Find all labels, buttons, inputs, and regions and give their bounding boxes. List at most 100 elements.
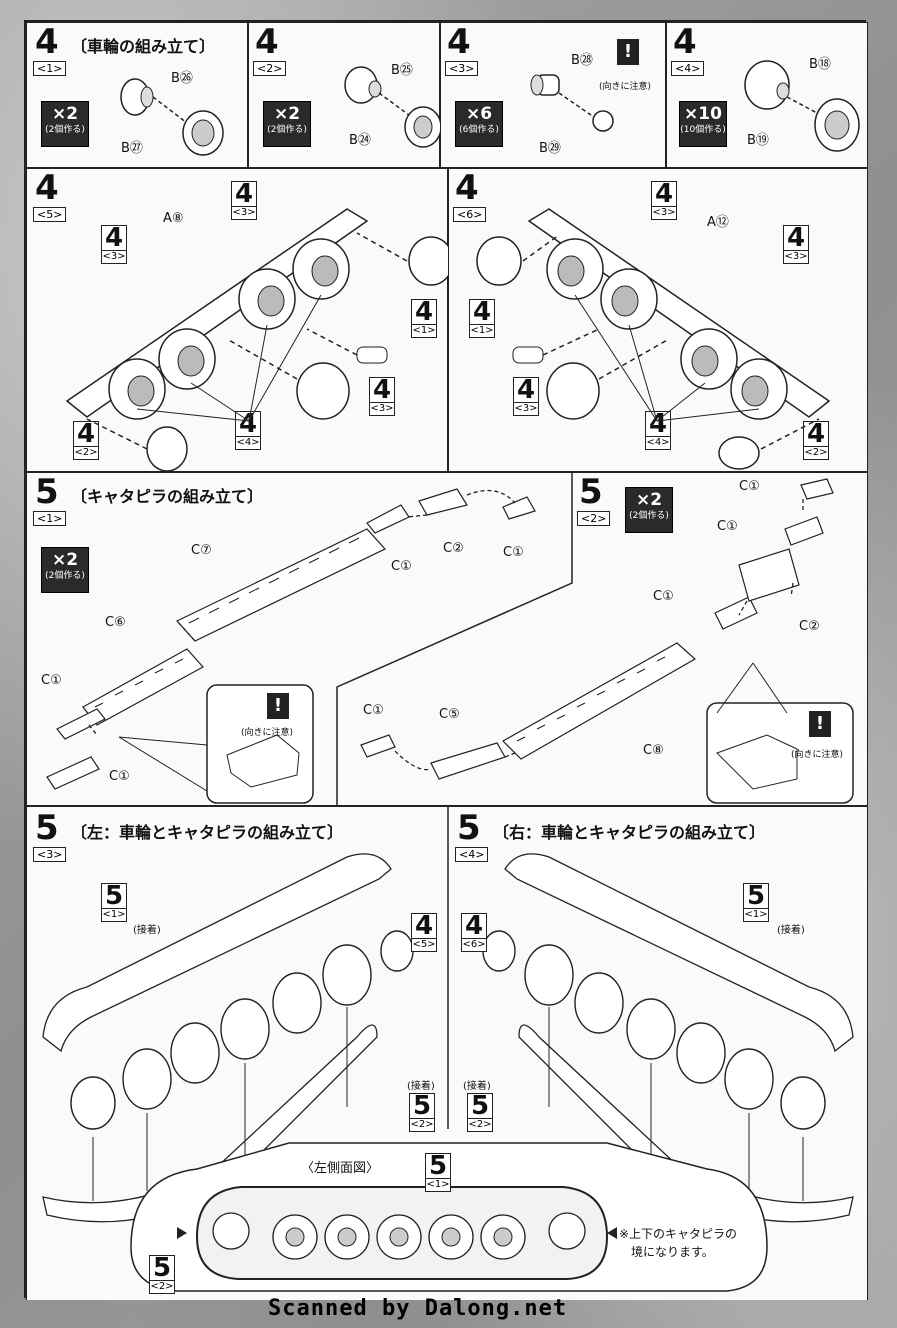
ref-tag: 4<2>: [73, 421, 99, 460]
step-number: 5: [35, 472, 59, 512]
wheel-assembly-diagram: [344, 66, 441, 148]
part-label: C⑥: [105, 615, 126, 630]
step-sub: <2>: [577, 511, 611, 526]
quantity-badge: ×2 (2個作る): [41, 101, 89, 147]
step-number: 4: [673, 22, 697, 62]
ref-num: 4: [73, 421, 99, 447]
part-label: C①: [739, 479, 760, 494]
part-label: C①: [653, 589, 674, 604]
part-label: C①: [391, 559, 412, 574]
ref-tag: 4<1>: [469, 299, 495, 338]
ref-tag: 5<2>: [409, 1093, 435, 1132]
ref-tag: 4<4>: [645, 411, 671, 450]
ref-sub: <1>: [101, 909, 127, 922]
ref-sub: <2>: [467, 1119, 493, 1132]
panel-step-4-1: 4 <1> 〔車輪の組み立て〕 ×2 (2個作る) B㉖ B㉗: [26, 22, 248, 168]
part-label: C⑦: [191, 543, 212, 558]
step-sub: <3>: [445, 61, 479, 76]
step-number: 5: [579, 472, 603, 512]
ref-sub: <1>: [743, 909, 769, 922]
step-title: 〔右：車輪とキャタピラの組み立て〕: [493, 823, 766, 842]
quantity-note: (2個作る): [629, 511, 669, 521]
ref-tag: 4<5>: [411, 913, 437, 952]
panel-step-4-5: 4 <5> A⑧ 4<3> 4<3> 4<1> 4<3> 4<4> 4<2>: [26, 168, 449, 472]
ref-tag: 5<2>: [149, 1255, 175, 1294]
quantity-note: (6個作る): [459, 125, 499, 135]
step-number: 4: [455, 168, 479, 208]
step-number: 4: [35, 22, 59, 62]
side-view-note: 境になります。: [631, 1245, 714, 1259]
part-label: B⑲: [747, 133, 769, 148]
quantity-badge: ×6 (6個作る): [455, 101, 503, 147]
ref-sub: <3>: [513, 403, 539, 416]
panel-step-5: 5 <1> 〔キャタピラの組み立て〕 ×2 (2個作る) C⑦ C⑥ C① C①…: [26, 472, 868, 807]
step-sub: <1>: [33, 511, 67, 526]
part-label: C①: [503, 545, 524, 560]
ref-sub: <3>: [651, 207, 677, 220]
step-sub: <5>: [33, 207, 67, 222]
glue-note: (接着): [133, 925, 161, 936]
ref-tag: 4<3>: [513, 377, 539, 416]
part-label: C①: [109, 769, 130, 784]
ref-tag: 4<2>: [803, 421, 829, 460]
ref-sub: <1>: [411, 325, 437, 338]
panel-step-4-3: 4 <3> ×6 (6個作る) B㉘ B㉙ ! (向きに注意): [440, 22, 666, 168]
ref-sub: <2>: [149, 1281, 175, 1294]
step-sub: <2>: [253, 61, 287, 76]
step-title: 〔キャタピラの組み立て〕: [71, 487, 264, 506]
warning-note: (向きに注意): [599, 82, 652, 92]
ref-sub: <3>: [231, 207, 257, 220]
ref-sub: <6>: [461, 939, 487, 952]
step-sub: <4>: [455, 847, 489, 862]
step-sub: <6>: [453, 207, 487, 222]
ref-sub: <3>: [369, 403, 395, 416]
quantity-note: (10個作る): [680, 125, 726, 135]
ref-tag: 5<2>: [467, 1093, 493, 1132]
quantity-badge: ×2 (2個作る): [625, 487, 673, 533]
part-label: C①: [363, 703, 384, 718]
warning-icon: !: [809, 711, 831, 737]
panel-step-4-2: 4 <2> ×2 (2個作る) B㉕ B㉔: [248, 22, 441, 168]
wheel-assembly-diagram: [530, 74, 614, 132]
warning-icon: !: [617, 39, 639, 65]
ref-num: 4: [645, 411, 671, 437]
ref-num: 4: [231, 181, 257, 207]
side-view-title: 〈左側面図〉: [301, 1161, 380, 1176]
quantity-value: ×2: [273, 104, 301, 124]
ref-num: 4: [369, 377, 395, 403]
ref-tag: 4<1>: [411, 299, 437, 338]
quantity-note: (2個作る): [267, 125, 307, 135]
ref-num: 5: [101, 883, 127, 909]
ref-num: 4: [803, 421, 829, 447]
ref-tag: 4<3>: [369, 377, 395, 416]
ref-sub: <3>: [783, 251, 809, 264]
quantity-note: (2個作る): [45, 571, 85, 581]
quantity-note: (2個作る): [45, 125, 85, 135]
ref-sub: <4>: [235, 437, 261, 450]
step-number: 5: [457, 808, 481, 848]
part-label: B㉕: [391, 63, 413, 78]
part-label: B⑱: [809, 57, 831, 72]
quantity-badge: ×2 (2個作る): [41, 547, 89, 593]
ref-sub: <3>: [101, 251, 127, 264]
ref-num: 5: [409, 1093, 435, 1119]
warning-note: (向きに注意): [791, 750, 844, 760]
track-assembly-diagram: [46, 473, 854, 807]
chassis-right-diagram: [476, 208, 831, 470]
part-label: B㉗: [121, 141, 143, 156]
panel-step-4-6: 4 <6> A⑫ 4<3> 4<3> 4<1> 4<3> 4<4> 4<2>: [448, 168, 868, 472]
quantity-value: ×6: [465, 104, 493, 124]
quantity-badge: ×2 (2個作る): [263, 101, 311, 147]
ref-num: 4: [461, 913, 487, 939]
part-label: C②: [799, 619, 820, 634]
step-sub: <4>: [671, 61, 705, 76]
part-label: C①: [717, 519, 738, 534]
step-title: 〔左：車輪とキャタピラの組み立て〕: [71, 823, 344, 842]
part-label: C①: [41, 673, 62, 688]
quantity-value: ×10: [684, 104, 722, 124]
quantity-value: ×2: [51, 550, 79, 570]
ref-tag: 5<1>: [425, 1153, 451, 1192]
step-number: 4: [35, 168, 59, 208]
wheel-assembly-diagram: [120, 78, 224, 156]
